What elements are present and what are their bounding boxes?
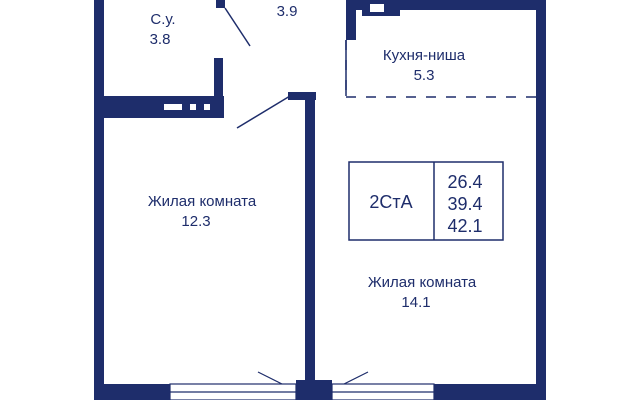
wall-bathroom-right: [214, 58, 223, 118]
door-bathroom: [224, 7, 251, 47]
wall-right-outer: [536, 0, 546, 400]
door-left-room: [236, 95, 291, 129]
wall-top-right-post: [346, 0, 356, 40]
door-swing-right: [343, 371, 369, 385]
badge-frame: [348, 161, 504, 241]
apartment-badge: 2СтА 26.4 39.4 42.1: [348, 161, 504, 241]
wall-central-cap: [288, 92, 316, 100]
bathroom-fixtures: [164, 104, 210, 110]
badge-value-total: 39.4: [447, 194, 482, 214]
door-swing-left: [257, 371, 283, 385]
fixture-slot: [204, 104, 210, 110]
wall-bottom-center: [296, 380, 332, 400]
living-right-area: 14.1: [401, 294, 430, 311]
living-right-name: Жилая комната: [368, 274, 477, 291]
bathroom-area: 3.8: [150, 31, 171, 48]
door-lines: [224, 7, 347, 129]
wall-top-right-block: [346, 0, 536, 10]
wall-bottom-right: [434, 384, 546, 400]
wall-left-outer: [94, 0, 104, 400]
wall-bottom-left: [94, 384, 170, 400]
windows-bottom: [169, 371, 435, 400]
badge-value-gross: 42.1: [447, 216, 482, 236]
fixture-slot: [190, 104, 196, 110]
bathroom-notch: [370, 4, 384, 12]
fixture-slot: [164, 104, 182, 110]
kitchen-name: Кухня-ниша: [383, 47, 466, 64]
living-left-area: 12.3: [181, 213, 210, 230]
wall-central-partition: [305, 94, 315, 400]
walls: [94, 0, 546, 400]
badge-code: 2СтА: [369, 192, 412, 212]
badge-value-living: 26.4: [447, 172, 482, 192]
living-left-name: Жилая комната: [148, 193, 257, 210]
kitchen-zone-boundary: [345, 40, 536, 98]
kitchen-area: 5.3: [414, 67, 435, 84]
bathroom-name: С.у.: [150, 11, 175, 28]
wall-bathroom-right-upper: [216, 0, 225, 8]
hallway-area: 3.9: [277, 3, 298, 20]
